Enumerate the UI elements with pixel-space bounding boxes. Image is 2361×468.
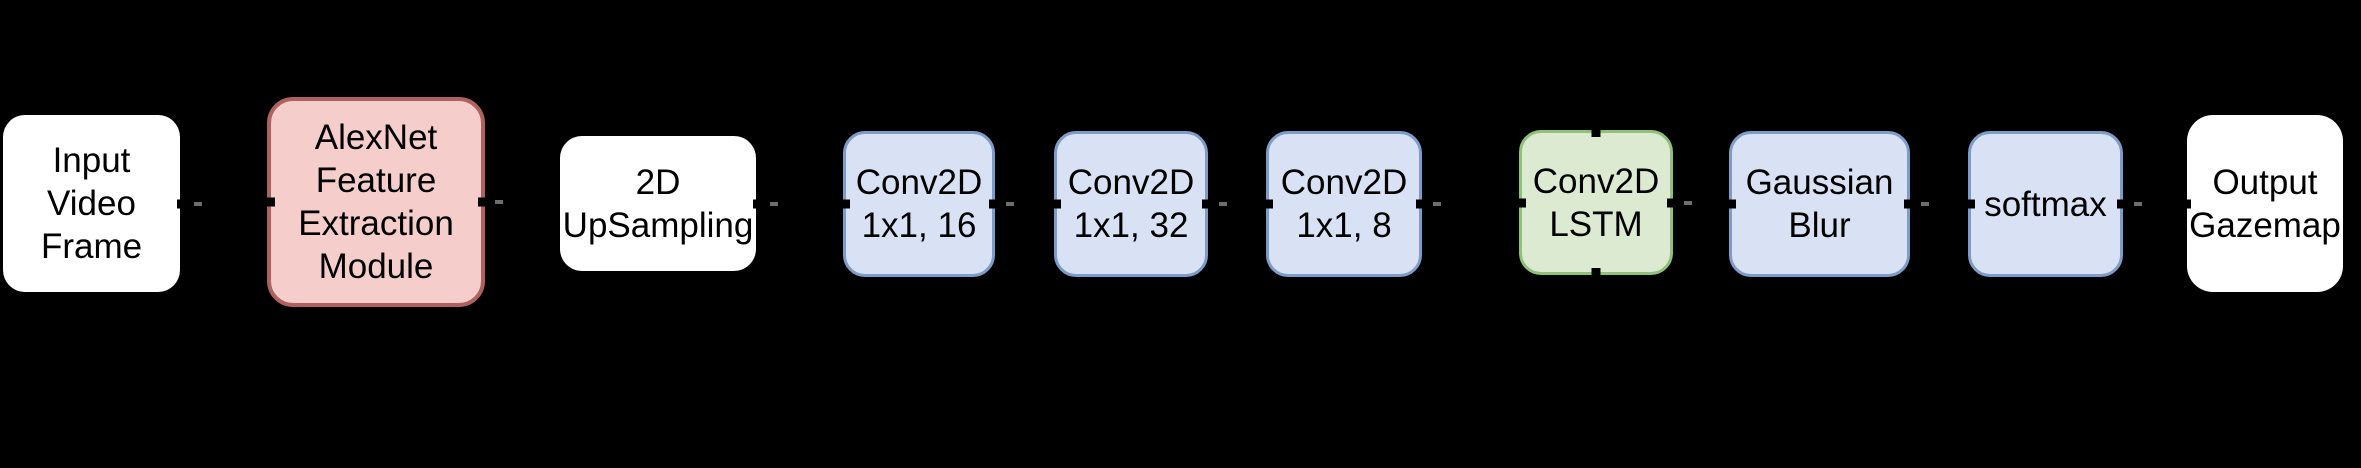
node-conv2d-1x1-8: Conv2D 1x1, 8	[1265, 131, 1441, 277]
arrow-remnant-icon	[1921, 202, 1929, 206]
connector-stub-right-icon	[1904, 199, 1911, 209]
arrow-remnant-icon	[1684, 200, 1692, 205]
connector-stub-top-icon	[1591, 129, 1601, 137]
node-conv2d-1x1-32: Conv2D 1x1, 32	[1053, 131, 1227, 277]
arrow-remnant-icon	[1006, 202, 1014, 206]
arrow-remnant-icon	[770, 201, 778, 206]
node-softmax: softmax	[1967, 131, 2142, 277]
node-label-line: Blur	[1788, 206, 1851, 245]
arrow-remnant-icon	[194, 201, 202, 206]
node-label-line: Video	[47, 184, 136, 223]
node-label-line: UpSampling	[562, 205, 754, 245]
connector-stub-right-icon	[2117, 199, 2124, 209]
node-label-line: 1x1, 8	[1296, 206, 1392, 245]
connector-stub-right-icon	[478, 197, 485, 207]
connector-stub-left-icon	[1518, 198, 1526, 207]
node-label-line: 1x1, 16	[861, 206, 977, 245]
connector-stub-left-icon	[1967, 199, 1975, 209]
connector-stub-left-icon	[2183, 199, 2191, 208]
node-label-line: softmax	[1984, 184, 2107, 224]
connector-stub-right-icon	[1202, 199, 1209, 209]
node-label-line: Module	[318, 247, 434, 286]
connector-stub-right-icon	[177, 199, 184, 208]
node-label-line: Conv2D	[855, 163, 983, 202]
node-label-line: Feature	[315, 161, 437, 200]
node-label-line: Conv2D	[1067, 163, 1195, 202]
node-label-line: 2D	[635, 162, 681, 202]
connector-stub-right-icon	[1416, 199, 1423, 209]
arrow-remnant-icon	[1219, 202, 1227, 206]
connector-stub-left-icon	[1053, 199, 1061, 209]
node-label-line: Gaussian	[1745, 163, 1894, 202]
connector-stub-right-icon	[753, 199, 760, 208]
node-label-line: Input	[52, 141, 131, 180]
node-label-line: Gazemap	[2189, 205, 2341, 245]
node-label-line: AlexNet	[314, 118, 438, 157]
node-label-line: Output	[2212, 162, 2318, 202]
arrow-remnant-icon	[2134, 202, 2142, 206]
node-label-line: Frame	[40, 227, 143, 266]
arrow-remnant-icon	[1433, 202, 1441, 206]
connector-stub-left-icon	[1728, 199, 1736, 209]
arrow-remnant-icon	[495, 200, 503, 204]
node-label-line: Extraction	[298, 204, 454, 243]
node-conv2d-1x1-16: Conv2D 1x1, 16	[842, 131, 1014, 277]
connector-stub-right-icon	[1667, 198, 1674, 207]
connector-stub-bottom-icon	[1591, 268, 1601, 276]
connector-stub-right-icon	[989, 199, 996, 209]
connector-stub-left-icon	[1265, 199, 1273, 209]
connector-stub-left-icon	[267, 197, 275, 207]
connector-stub-left-icon	[842, 199, 850, 209]
node-label-line: Conv2D	[1532, 161, 1660, 201]
node-label-line: LSTM	[1549, 204, 1643, 244]
node-label-line: 1x1, 32	[1073, 206, 1189, 245]
node-label-line: Conv2D	[1280, 163, 1408, 202]
